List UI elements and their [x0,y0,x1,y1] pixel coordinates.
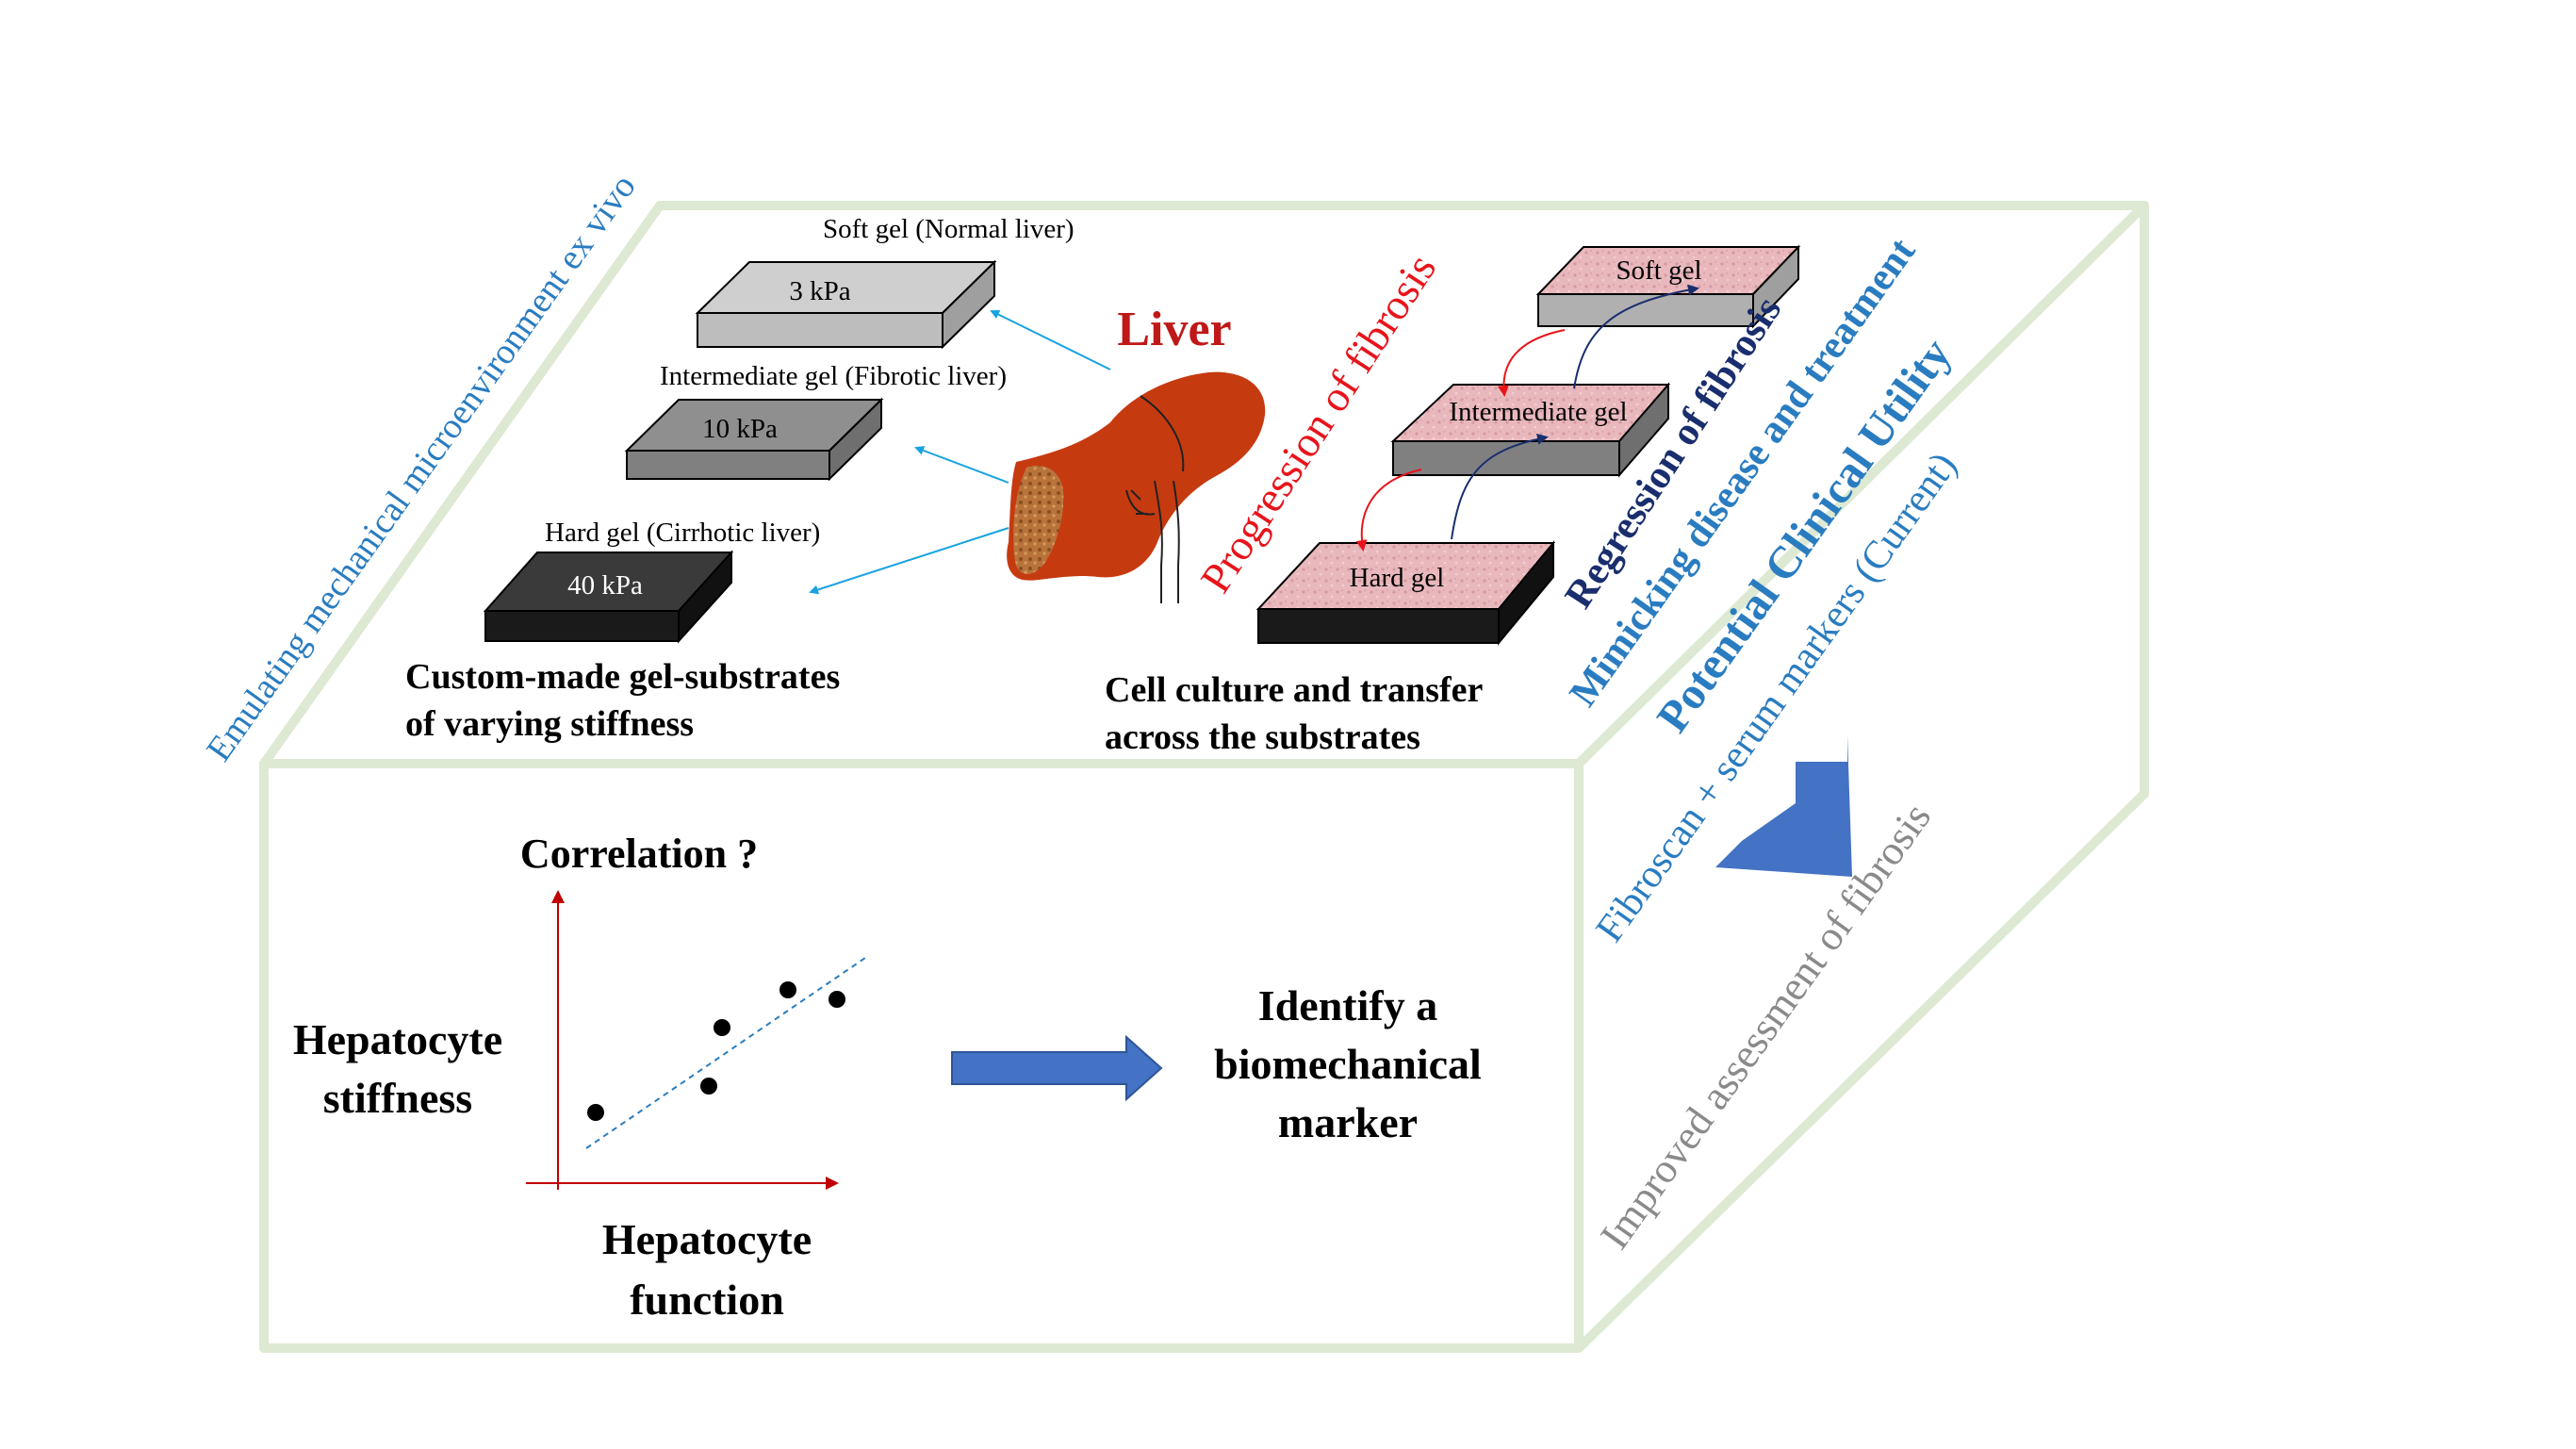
transfer-arrows [1355,284,1699,552]
y-axis-label-line1: Hepatocyte [293,1015,502,1063]
top-left-caption-line2: of varying stiffness [405,704,694,744]
x-axis-label-line1: Hepatocyte [602,1215,812,1263]
hard-gel-value: 40 kPa [567,570,643,601]
intermediate-gel [624,397,884,482]
x-axis-label-line2: function [630,1276,784,1324]
data-point [829,991,845,1008]
hard-gel [483,550,734,644]
liver-illustration [1007,371,1266,603]
data-point [587,1104,604,1121]
intermediate-gel-value: 10 kPa [702,414,778,444]
y-axis-label-line2: stiffness [323,1074,472,1122]
culture-intermediate-gel-label: Intermediate gel [1449,397,1627,427]
data-point [700,1078,717,1095]
data-point [714,1019,730,1036]
top-right-caption-line1: Cell culture and transfer [1105,670,1484,710]
soft-gel-value: 3 kPa [789,276,850,306]
top-left-caption-line1: Custom-made gel-substrates [405,657,840,697]
culture-hard-gel [1255,540,1556,646]
marker-line1: Identify a [1258,981,1437,1029]
correlation-label: Correlation ? [520,831,758,877]
down-right-arrow [1715,735,1852,877]
data-point [779,981,796,998]
marker-line2: biomechanical [1214,1040,1482,1088]
culture-soft-gel [1535,244,1801,329]
culture-hard-gel-label: Hard gel [1350,563,1445,593]
culture-soft-gel-label: Soft gel [1616,255,1701,286]
trend-line [585,957,866,1149]
intermediate-gel-label: Intermediate gel (Fibrotic liver) [660,361,1007,391]
hard-gel-label: Hard gel (Cirrhotic liver) [545,518,820,548]
box-front-face [259,759,1583,1353]
right-arrow [951,1034,1163,1102]
scatter-plot [526,890,866,1190]
culture-intermediate-gel [1390,382,1671,478]
box-outline [259,201,2149,1353]
top-right-caption-line2: across the substrates [1105,717,1420,757]
liver-label: Liver [1117,303,1231,356]
marker-line3: marker [1278,1098,1418,1146]
liver-to-gel-arrows [809,310,1111,595]
soft-gel [695,259,997,350]
soft-gel-label: Soft gel (Normal liver) [823,214,1075,244]
